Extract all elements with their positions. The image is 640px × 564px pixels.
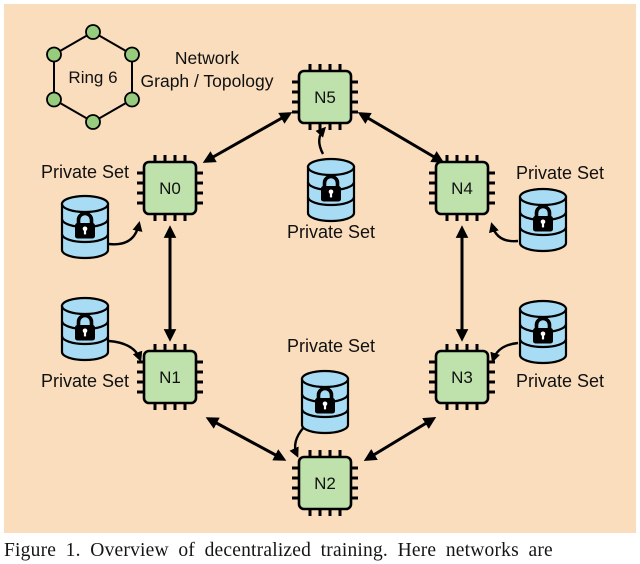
private-set-label: Private Set <box>516 371 604 391</box>
link-arrow-n3-n2 <box>363 417 437 461</box>
data-flow-arrow-n3 <box>490 341 519 363</box>
chip-node-n4: N4 <box>427 153 497 223</box>
private-set-db-n3 <box>518 299 568 365</box>
chip-node-n0: N0 <box>135 153 205 223</box>
chip-node-n2: N2 <box>290 448 360 518</box>
link-arrow-n2-n1 <box>205 417 287 461</box>
private-set-label: Private Set <box>287 222 375 242</box>
chip-node-label: N3 <box>451 368 473 387</box>
chip-node-label: N0 <box>159 179 181 198</box>
data-flow-arrow-n2 <box>289 426 305 458</box>
link-arrow-n5-n4 <box>357 112 445 163</box>
topology-label-line2: Graph / Topology <box>141 71 274 91</box>
figure-caption: Figure 1. Overview of decentralized trai… <box>0 535 640 564</box>
topology-label-line1: Network <box>175 48 239 68</box>
data-flow-arrow-n4 <box>489 222 519 243</box>
ring-links <box>163 112 469 461</box>
link-arrow-n0-n5 <box>202 112 293 163</box>
ring-label: Ring 6 <box>68 68 117 87</box>
ring-node-dots <box>46 24 140 130</box>
private-set-db-n2 <box>300 369 350 435</box>
chip-node-n3: N3 <box>427 342 497 412</box>
private-set-label: Private Set <box>41 371 129 391</box>
chip-node-label: N1 <box>159 368 181 387</box>
ring-legend: Ring 6 <box>46 24 140 130</box>
private-set-label: Private Set <box>287 336 375 356</box>
data-flow-arrow-n1 <box>108 339 143 362</box>
private-set-db-n4 <box>518 187 568 253</box>
private-set-label: Private Set <box>41 162 129 182</box>
chip-node-n1: N1 <box>135 342 205 412</box>
private-set-db-n1 <box>60 296 110 362</box>
data-flow-arrow-n5 <box>315 126 327 155</box>
chip-node-label: N4 <box>451 179 473 198</box>
chip-node-n5: N5 <box>290 62 360 132</box>
chip-node-label: N2 <box>314 474 336 493</box>
private-set-db-n5 <box>306 157 356 223</box>
private-set-label: Private Set <box>516 163 604 183</box>
chip-node-label: N5 <box>314 88 336 107</box>
decentralized-training-diagram: Ring 6 Network Graph / Topology N5 <box>4 4 636 533</box>
private-set-db-n0 <box>60 194 110 260</box>
data-flow-arrows <box>108 126 519 458</box>
data-flow-arrow-n0 <box>108 221 143 246</box>
